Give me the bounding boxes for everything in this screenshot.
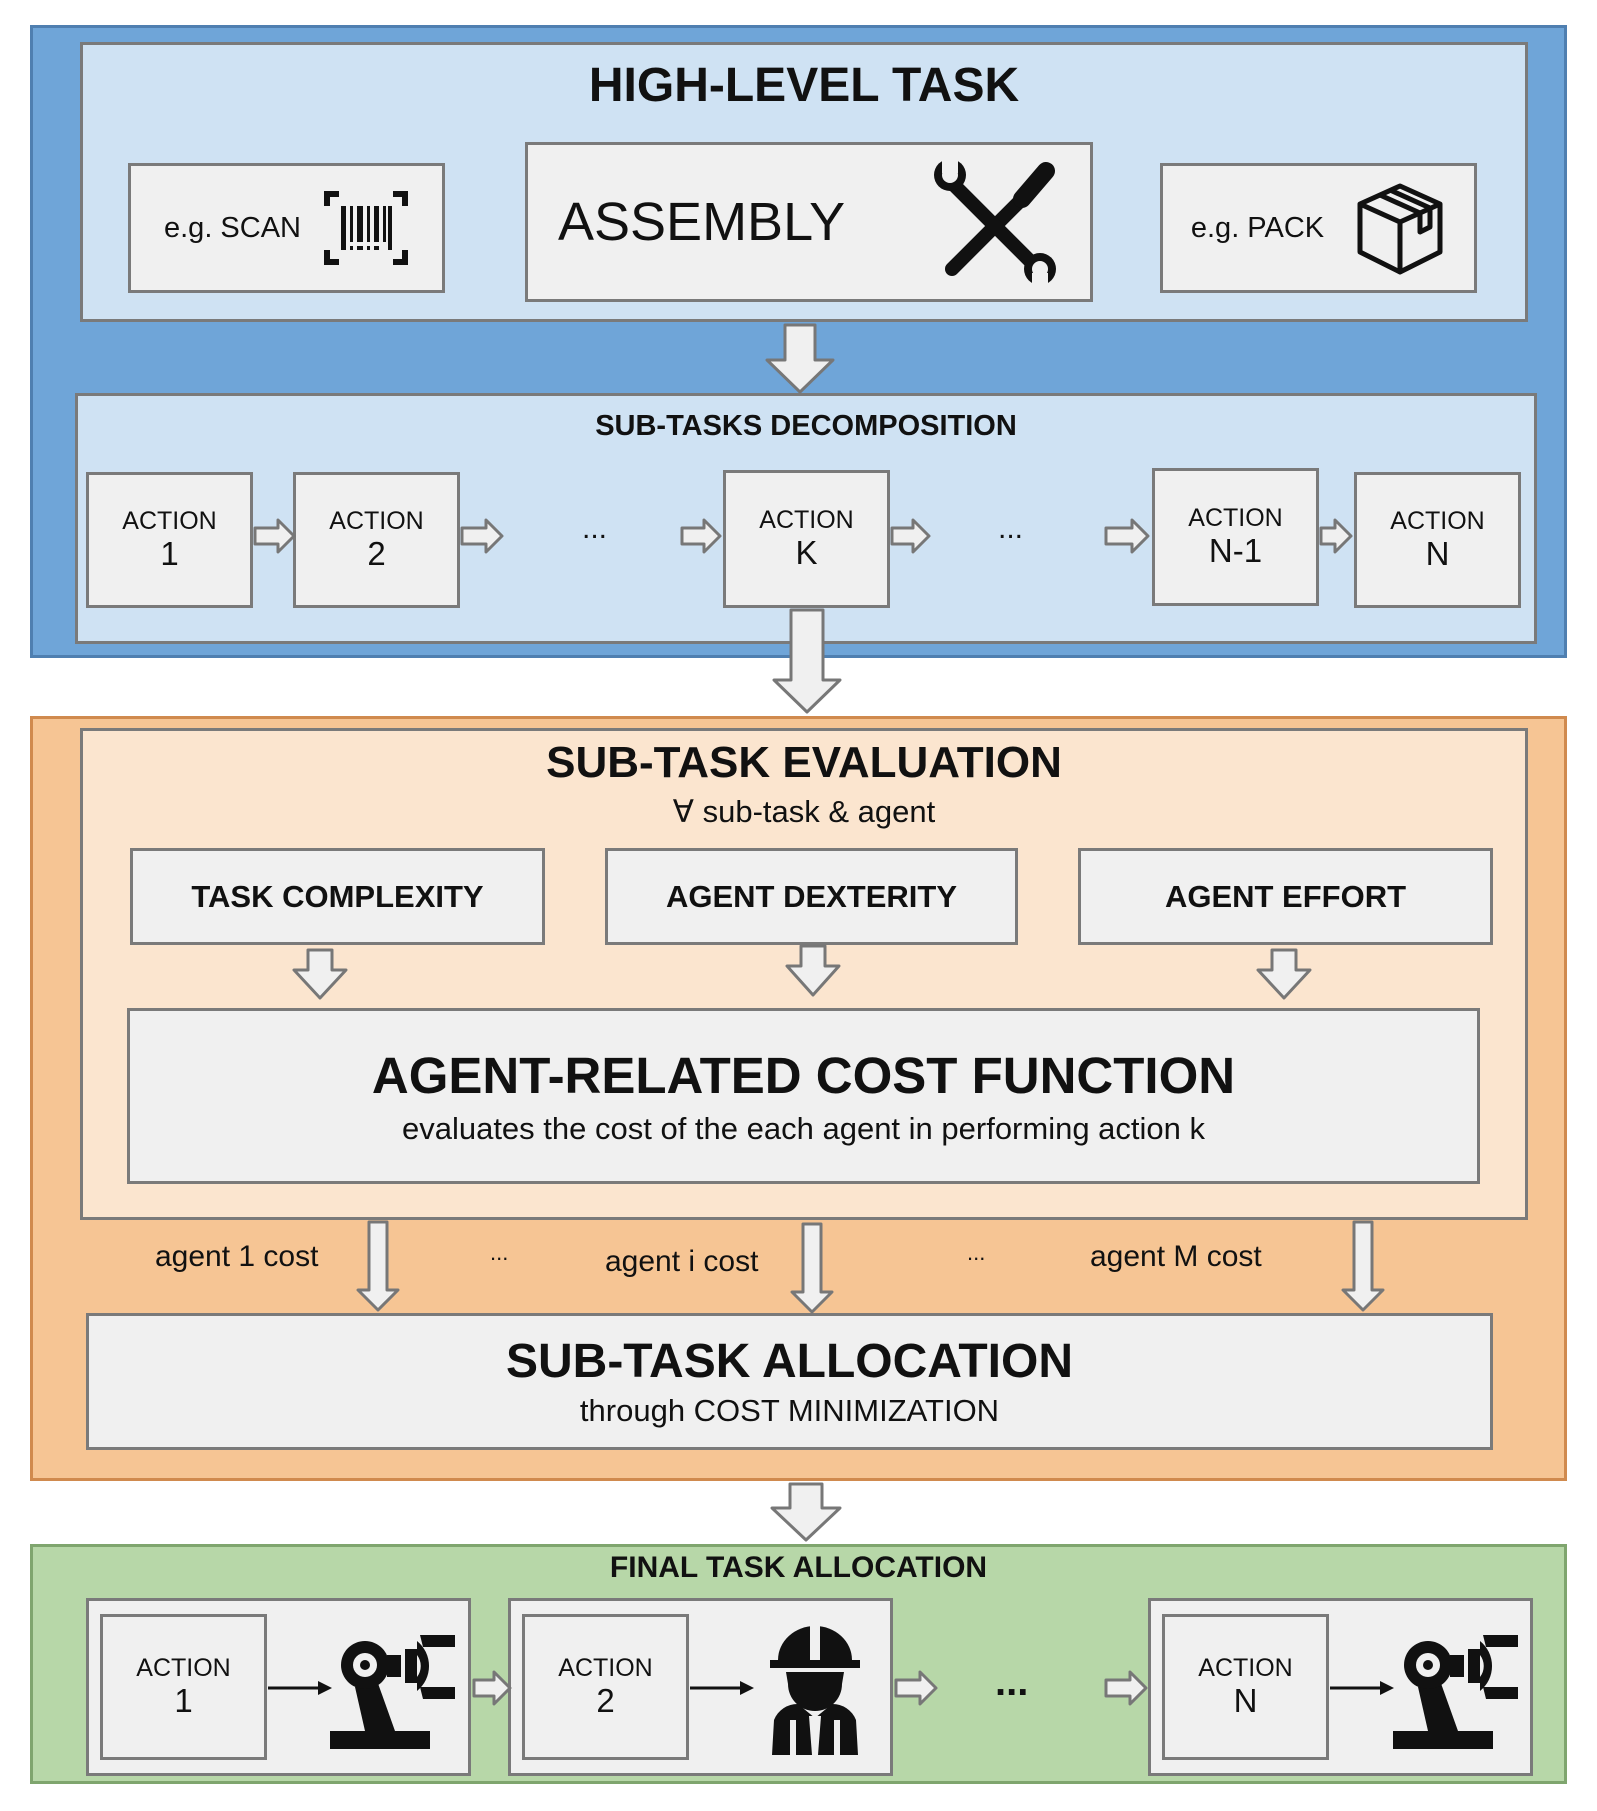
action-word: ACTION <box>759 505 854 534</box>
action-number: N-1 <box>1208 532 1263 570</box>
agent-m-cost-label: agent M cost <box>1090 1240 1262 1273</box>
agent-dexterity-label: AGENT DEXTERITY <box>665 878 958 914</box>
action-number: 1 <box>174 1682 193 1720</box>
action-word: ACTION <box>1198 1653 1293 1682</box>
agent-dexterity-box: AGENT DEXTERITY <box>605 848 1018 945</box>
evaluation-title: SUB-TASK EVALUATION <box>546 738 1062 787</box>
decomposition-title: SUB-TASKS DECOMPOSITION <box>595 410 1017 442</box>
right-arrow <box>894 1670 938 1706</box>
action-number: N <box>1233 1682 1258 1720</box>
down-arrow <box>770 1482 842 1542</box>
down-arrow <box>1341 1220 1385 1312</box>
action-word: ACTION <box>122 506 217 535</box>
cost-function-title: AGENT-RELATED COST FUNCTION <box>371 1046 1236 1104</box>
down-arrow <box>765 323 835 394</box>
action-word: ACTION <box>558 1653 653 1682</box>
cost-ellipsis: ... <box>967 1240 986 1265</box>
final-title: FINAL TASK ALLOCATION <box>609 1551 988 1584</box>
agent-i-cost-label: agent i cost <box>605 1245 759 1278</box>
right-arrow <box>1319 518 1353 554</box>
pack-label: e.g. PACK <box>1190 211 1325 244</box>
assembly-label: ASSEMBLY <box>558 192 846 252</box>
agent-effort-label: AGENT EFFORT <box>1164 878 1407 914</box>
action-box-n: ACTION N <box>1354 472 1521 608</box>
allocation-box: SUB-TASK ALLOCATION through COST MINIMIZ… <box>86 1313 1493 1450</box>
allocation-title: SUB-TASK ALLOCATION <box>505 1335 1074 1388</box>
action-word: ACTION <box>136 1653 231 1682</box>
action-number: N <box>1425 535 1450 573</box>
cost-ellipsis: ... <box>490 1240 509 1265</box>
scan-task-box: e.g. SCAN <box>128 163 445 293</box>
allocation-subtitle: through COST MINIMIZATION <box>579 1393 1000 1428</box>
action-number: K <box>795 534 818 572</box>
cost-function-box: AGENT-RELATED COST FUNCTION evaluates th… <box>127 1008 1480 1184</box>
down-arrow <box>292 948 348 1000</box>
agent-1-cost-label: agent 1 cost <box>155 1240 319 1273</box>
cost-function-subtitle: evaluates the cost of the each agent in … <box>401 1110 1206 1146</box>
barcode-icon <box>324 191 408 265</box>
decomposition-ellipsis: ... <box>998 512 1024 545</box>
robot-arm-icon <box>330 1635 455 1749</box>
down-arrow <box>772 608 842 714</box>
action-word: ACTION <box>1390 506 1485 535</box>
right-arrow <box>253 518 296 554</box>
right-arrow <box>472 1670 512 1706</box>
robot-arm-icon <box>1393 1635 1518 1749</box>
action-box-2: ACTION 2 <box>293 472 460 608</box>
action-number: 1 <box>160 535 179 573</box>
down-arrow <box>1256 948 1312 1000</box>
action-box-n-minus-1: ACTION N-1 <box>1152 468 1319 606</box>
high-level-title: HIGH-LEVEL TASK <box>588 59 1020 112</box>
agent-effort-box: AGENT EFFORT <box>1078 848 1493 945</box>
right-arrow <box>890 518 931 554</box>
right-arrow <box>1104 1670 1148 1706</box>
scan-label: e.g. SCAN <box>164 211 301 244</box>
final-action-box-n: ACTION N <box>1162 1614 1329 1760</box>
task-complexity-label: TASK COMPLEXITY <box>191 878 484 914</box>
action-word: ACTION <box>1188 503 1283 532</box>
down-arrow <box>790 1222 834 1314</box>
final-ellipsis: ... <box>995 1660 1029 1704</box>
pack-task-box: e.g. PACK <box>1160 163 1477 293</box>
tools-icon <box>934 159 1056 287</box>
action-number: 2 <box>596 1682 615 1720</box>
package-icon <box>1357 183 1443 275</box>
down-arrow <box>356 1220 400 1312</box>
action-word: ACTION <box>329 506 424 535</box>
right-arrow <box>680 518 722 554</box>
final-action-box-2: ACTION 2 <box>522 1614 689 1760</box>
action-box-1: ACTION 1 <box>86 472 253 608</box>
evaluation-quantifier: ∀ sub-task & agent <box>672 794 936 829</box>
worker-icon <box>770 1626 860 1755</box>
final-action-box-1: ACTION 1 <box>100 1614 267 1760</box>
right-arrow <box>460 518 504 554</box>
right-arrow <box>1104 518 1150 554</box>
action-number: 2 <box>367 535 386 573</box>
assembly-task-box: ASSEMBLY <box>525 142 1093 302</box>
decomposition-ellipsis: ... <box>582 512 608 545</box>
task-complexity-box: TASK COMPLEXITY <box>130 848 545 945</box>
down-arrow <box>785 944 841 997</box>
action-box-k: ACTION K <box>723 470 890 608</box>
